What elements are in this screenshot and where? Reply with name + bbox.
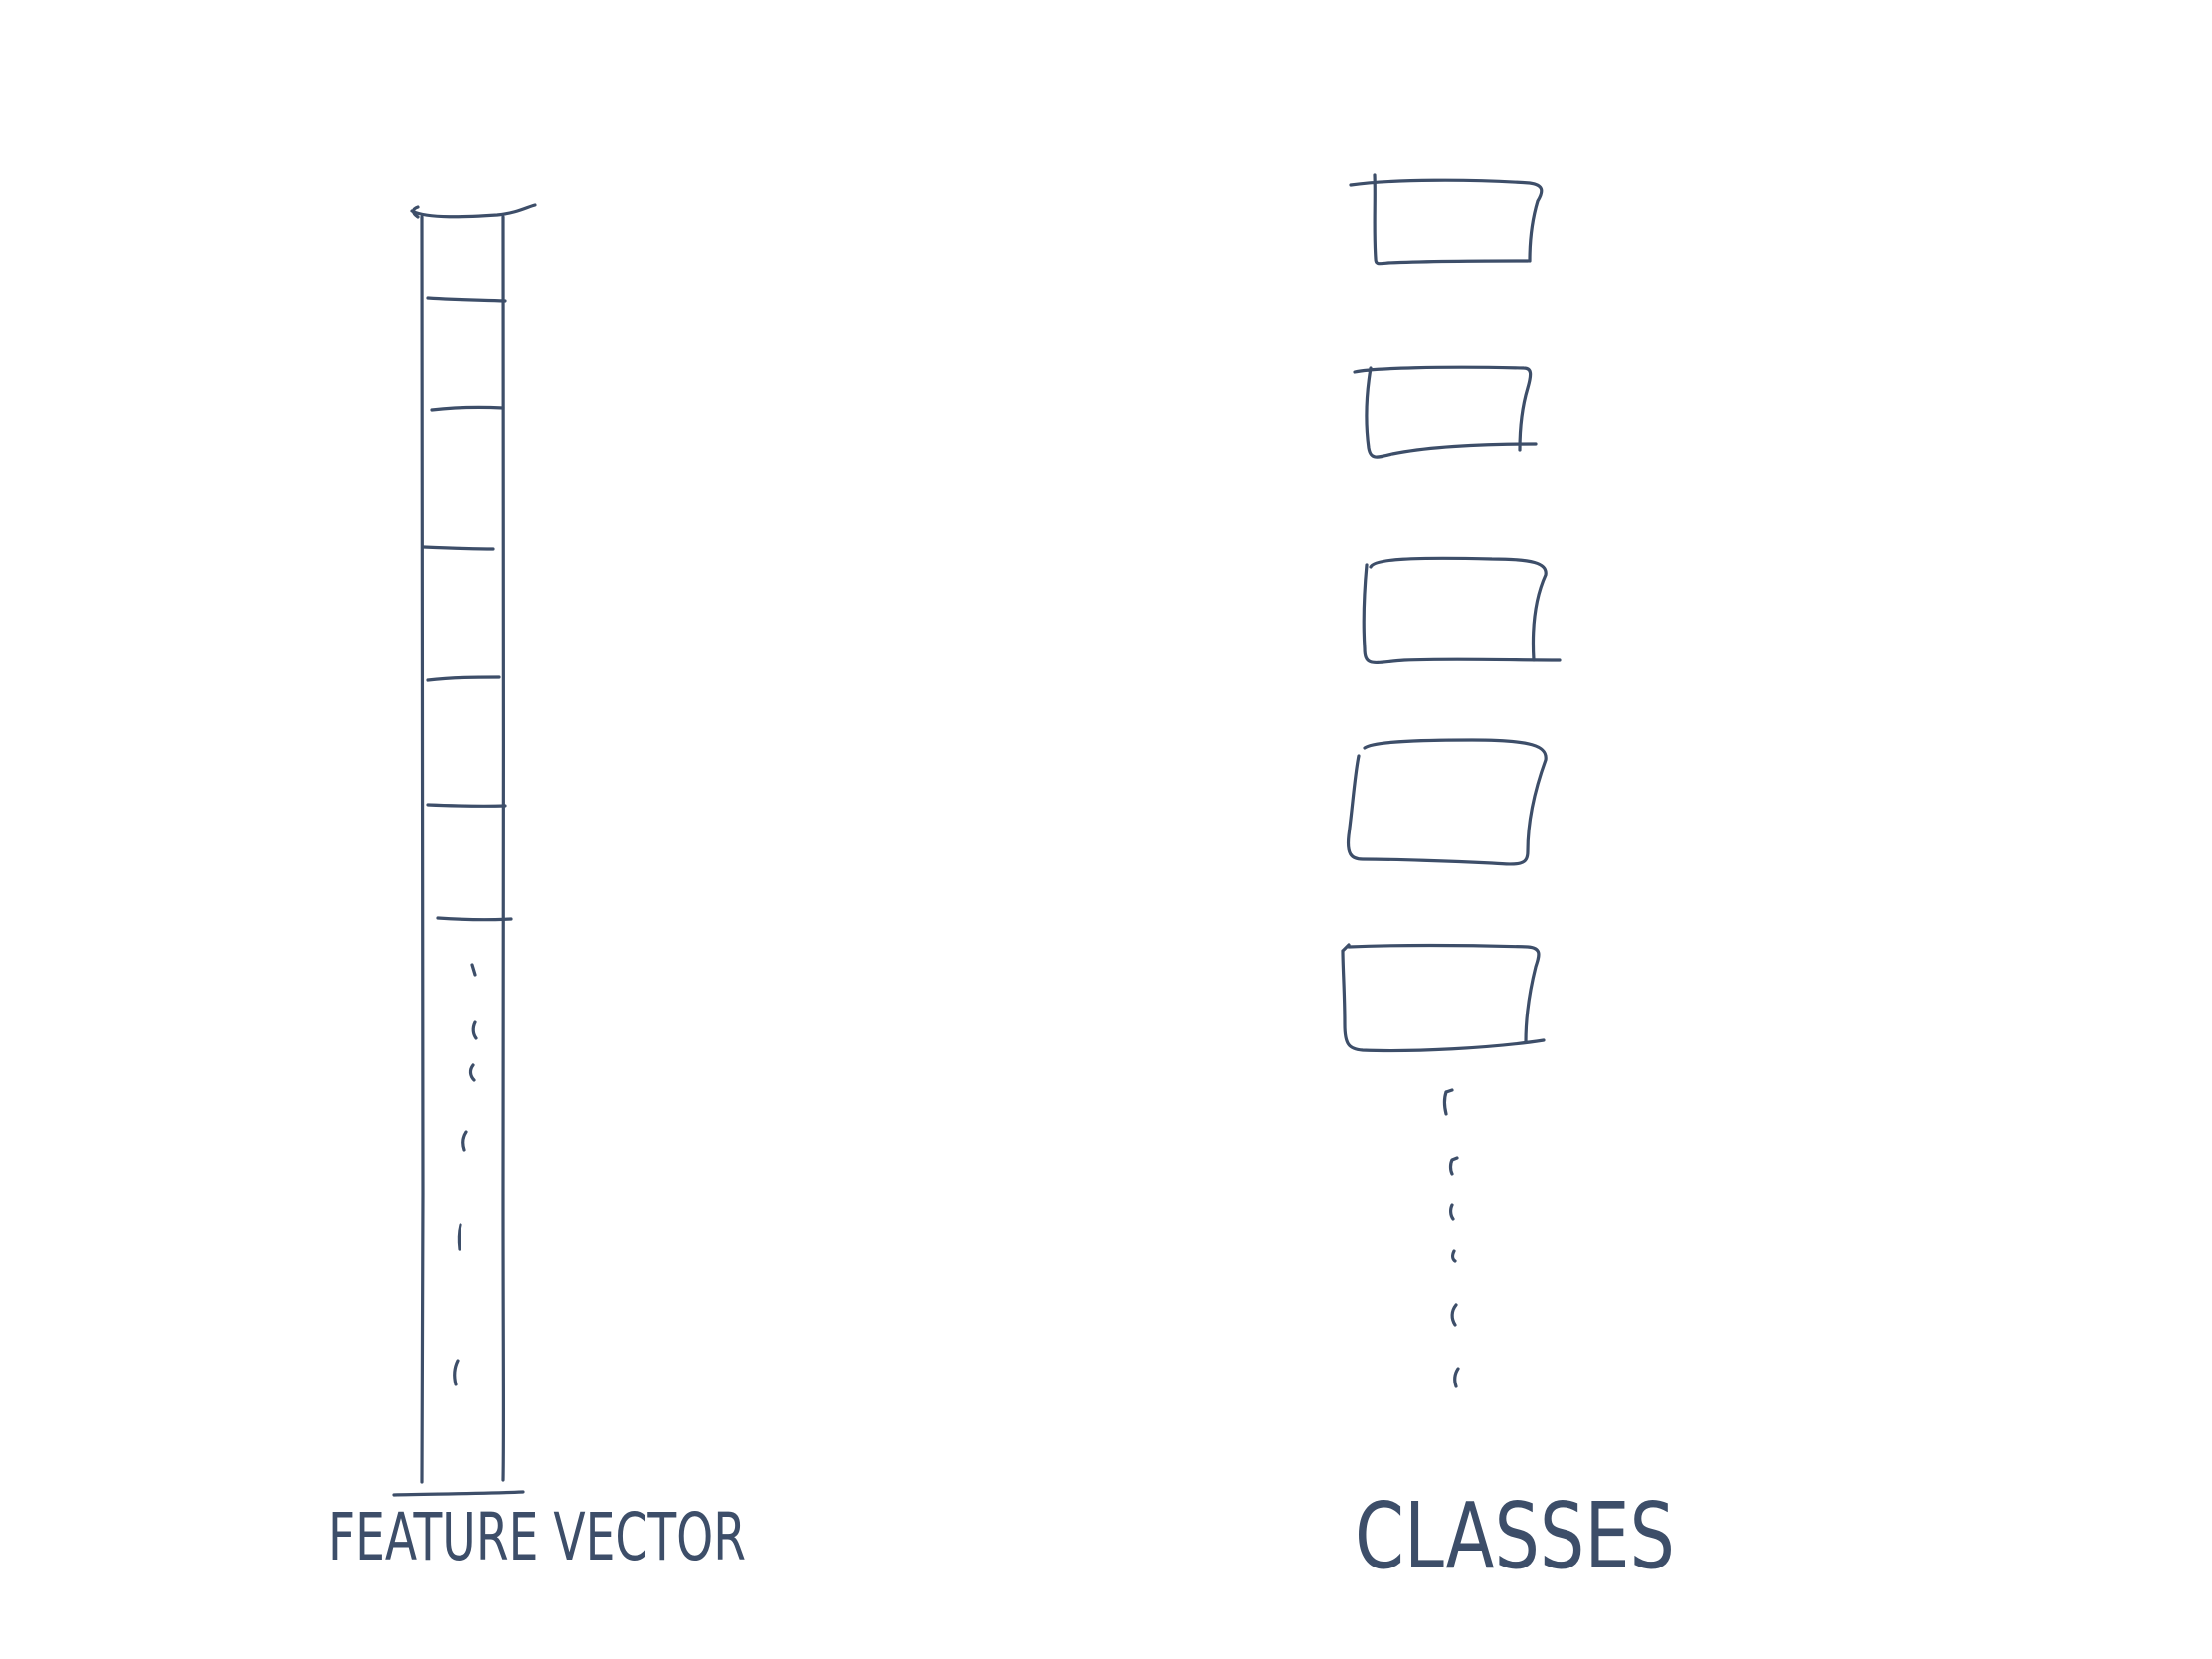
feature-vector-top-hook: [411, 205, 420, 219]
feature-vector-bottom-cap: [392, 1490, 525, 1497]
feature-vector-label: FEATURE VECTOR: [328, 1499, 746, 1575]
class-box: [1362, 556, 1562, 664]
classes-ellipsis-mark: [1453, 1367, 1460, 1388]
feature-vector-ellipsis-mark: [453, 1359, 460, 1386]
classes-label: CLASSES: [1355, 1483, 1675, 1589]
class-box: [1346, 738, 1548, 866]
feature-vector-cell-divider: [426, 675, 501, 682]
feature-vector-ellipsis-mark: [457, 1223, 462, 1251]
classes-ellipsis-mark: [1449, 1203, 1455, 1221]
class-box: [1349, 173, 1544, 266]
classes-ellipsis-mark: [1451, 1249, 1457, 1263]
feature-vector-top-cap: [410, 203, 537, 219]
feature-vector-cell-divider: [430, 405, 505, 412]
feature-vector-left-edge: [420, 215, 425, 1484]
feature-vector-cell-divider: [436, 916, 513, 922]
class-box: [1353, 365, 1538, 459]
classes-ellipsis-mark: [1448, 1156, 1459, 1176]
feature-vector-ellipsis-mark: [470, 963, 477, 977]
classes-ellipsis-mark: [1442, 1088, 1454, 1116]
class-box: [1341, 943, 1546, 1053]
feature-vector: FEATURE VECTOR: [328, 203, 746, 1575]
feature-vector-cell-divider: [426, 803, 507, 809]
feature-vector-cell-divider: [422, 545, 495, 551]
feature-vector-ellipsis-mark: [461, 1130, 468, 1152]
feature-vector-cell-divider: [426, 296, 507, 303]
classes: CLASSES: [1341, 173, 1675, 1589]
feature-vector-ellipsis-mark: [468, 1063, 476, 1082]
classes-ellipsis-mark: [1450, 1303, 1458, 1327]
feature-vector-ellipsis-mark: [471, 1020, 478, 1040]
